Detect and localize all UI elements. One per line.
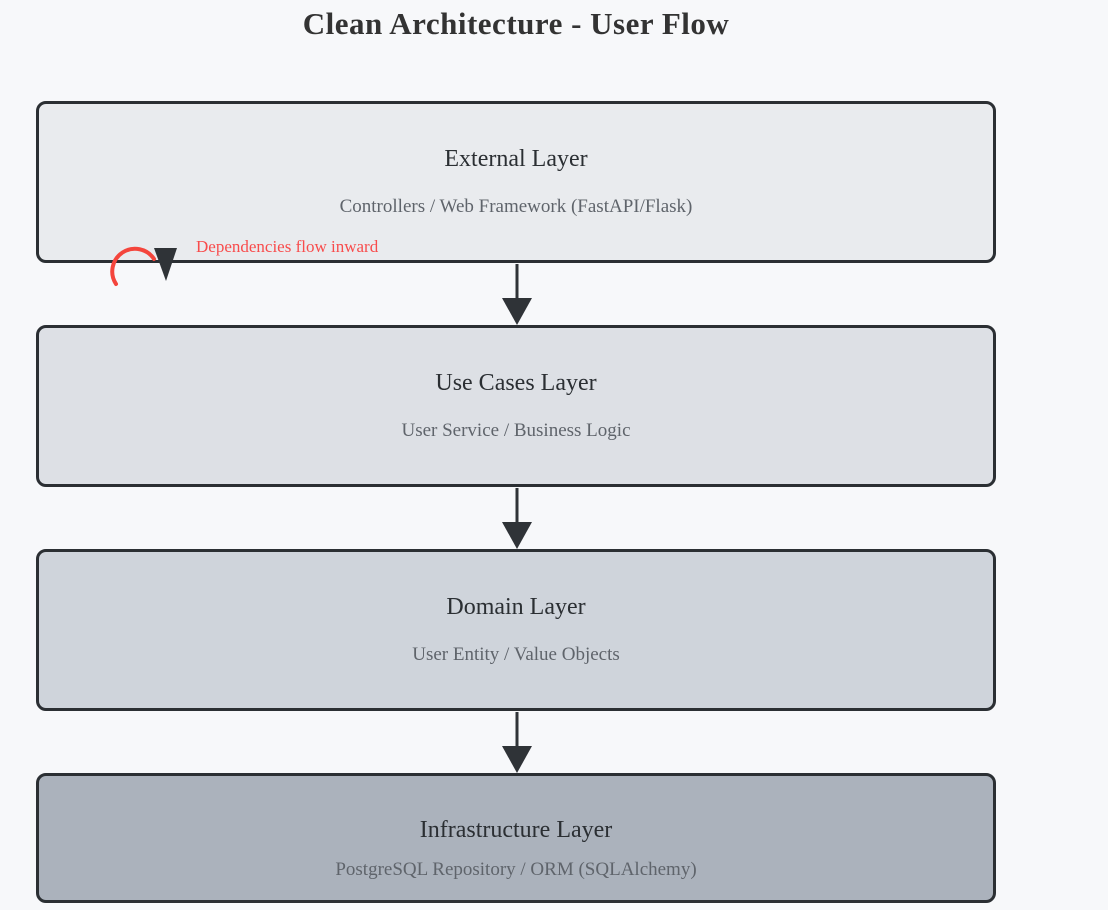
layer-box-infrastructure: Infrastructure Layer PostgreSQL Reposito…	[36, 773, 996, 903]
layer-subtitle-infrastructure: PostgreSQL Repository / ORM (SQLAlchemy)	[335, 858, 697, 880]
dependencies-annotation-label: Dependencies flow inward	[196, 237, 379, 256]
layer-box-external: External Layer Controllers / Web Framewo…	[36, 101, 996, 263]
page-title: Clean Architecture - User Flow	[302, 6, 730, 41]
layer-title-infrastructure: Infrastructure Layer	[419, 817, 613, 844]
layer-subtitle-external: Controllers / Web Framework (FastAPI/Fla…	[339, 195, 693, 217]
flow-arrow-domain-to-infrastructure	[502, 712, 532, 773]
flow-arrow-usecases-to-domain	[502, 488, 532, 549]
flow-arrow-external-to-usecases	[502, 264, 532, 325]
layer-title-use-cases: Use Cases Layer	[435, 370, 597, 397]
layer-subtitle-use-cases: User Service / Business Logic	[401, 419, 631, 441]
arrowhead-down-icon	[502, 746, 532, 773]
layer-subtitle-domain: User Entity / Value Objects	[412, 643, 620, 665]
arrowhead-down-icon	[502, 522, 532, 549]
arrowhead-down-icon	[502, 298, 532, 325]
layer-title-domain: Domain Layer	[446, 594, 586, 621]
layer-box-domain: Domain Layer User Entity / Value Objects	[36, 549, 996, 711]
layer-title-external: External Layer	[444, 146, 588, 173]
layer-box-use-cases: Use Cases Layer User Service / Business …	[36, 325, 996, 487]
